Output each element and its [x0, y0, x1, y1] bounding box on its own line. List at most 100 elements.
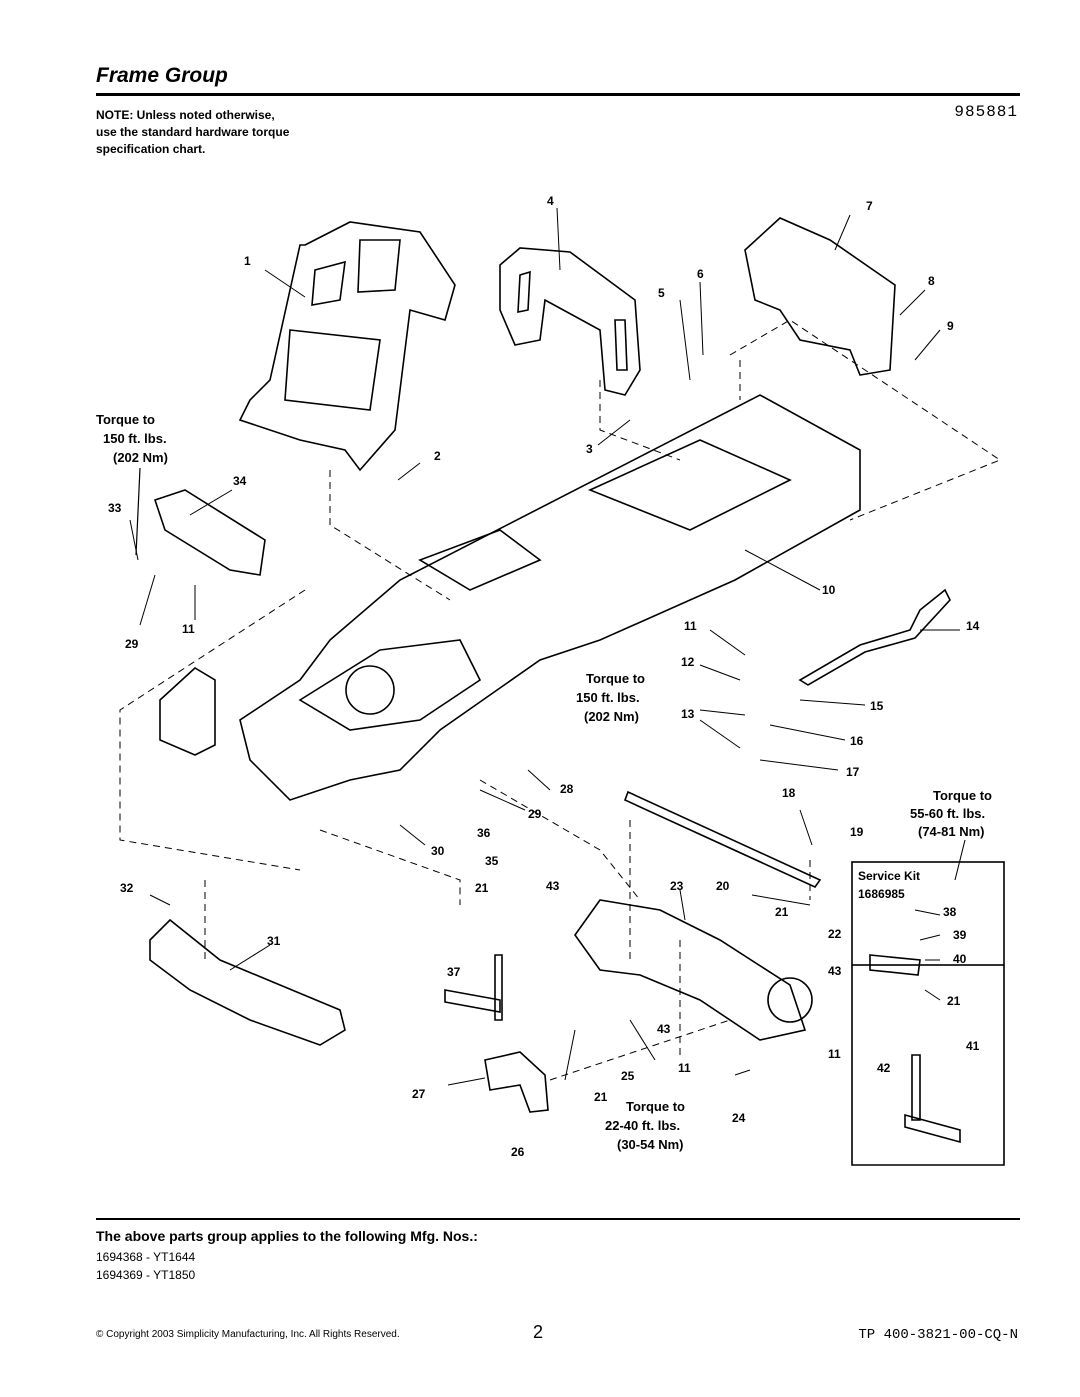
callout-28: 28	[560, 782, 574, 796]
note-line-1: NOTE: Unless noted otherwise,	[96, 108, 275, 122]
torque-d-value: 22-40 ft. lbs.	[605, 1118, 680, 1133]
note-line-3: specification chart.	[96, 142, 206, 156]
callout-12: 12	[681, 655, 695, 669]
callout-29a: 29	[528, 807, 542, 821]
service-kit-box	[851, 861, 1005, 966]
torque-a-metric: (202 Nm)	[113, 450, 168, 465]
callout-37: 37	[447, 965, 461, 979]
mfg-number-1: 1694368 - YT1644	[96, 1250, 196, 1264]
mounting-bracket	[153, 489, 266, 576]
leader-lines	[129, 207, 966, 1086]
callout-1: 1	[244, 254, 251, 268]
callout-6: 6	[697, 267, 704, 281]
callout-43a: 43	[828, 964, 842, 978]
service-kit-number: 1686985	[858, 887, 905, 901]
torque-spec-d: Torque to 22-40 ft. lbs. (30-54 Nm)	[605, 1099, 685, 1152]
callout-14: 14	[966, 619, 980, 633]
callout-16: 16	[850, 734, 864, 748]
callout-36: 36	[477, 826, 491, 840]
torque-d-metric: (30-54 Nm)	[617, 1137, 683, 1152]
torque-c-label: Torque to	[933, 788, 992, 803]
callout-3: 3	[586, 442, 593, 456]
torque-c-value: 55-60 ft. lbs.	[910, 806, 985, 821]
part-number: 985881	[954, 103, 1018, 121]
copyright: © Copyright 2003 Simplicity Manufacturin…	[96, 1329, 400, 1340]
callout-9: 9	[947, 319, 954, 333]
callout-22: 22	[828, 927, 842, 941]
service-kit-title: Service Kit	[858, 869, 920, 883]
callout-38: 38	[943, 905, 957, 919]
callout-42: 42	[877, 1061, 891, 1075]
callout-19: 19	[850, 825, 864, 839]
callout-11: 11	[684, 619, 697, 633]
callout-43c: 43	[657, 1022, 671, 1036]
callout-numbers: 1 2 3 4 5 6 7 8 9 10 11 12 13 14 15 16 1…	[108, 194, 980, 1159]
page-title: Frame Group	[96, 64, 228, 87]
callout-24: 24	[732, 1111, 746, 1125]
callout-21b: 21	[475, 881, 489, 895]
torque-b-metric: (202 Nm)	[584, 709, 639, 724]
callout-11d: 11	[182, 622, 195, 636]
torque-b-value: 150 ft. lbs.	[576, 690, 640, 705]
part-drawings	[149, 217, 1005, 1166]
callout-11c: 11	[678, 1061, 691, 1075]
weight-bracket	[484, 1051, 549, 1113]
applies-heading: The above parts group applies to the fol…	[96, 1228, 478, 1244]
tie-rod	[623, 790, 822, 889]
callout-40: 40	[953, 952, 967, 966]
front-bumper	[149, 918, 346, 1046]
front-bracket	[499, 247, 641, 396]
callout-10: 10	[822, 583, 836, 597]
assembly-lines	[119, 319, 1002, 1081]
callout-41: 41	[966, 1039, 980, 1053]
callout-32: 32	[120, 881, 134, 895]
callout-21a: 21	[775, 905, 789, 919]
callout-21d: 21	[947, 994, 961, 1008]
note-line-2: use the standard hardware torque	[96, 125, 290, 139]
torque-spec-c: Torque to 55-60 ft. lbs. (74-81 Nm)	[910, 788, 992, 839]
callout-25: 25	[621, 1069, 635, 1083]
mfg-number-2: 1694369 - YT1850	[96, 1268, 196, 1282]
rear-plate	[744, 217, 896, 376]
applies-rule	[96, 1218, 1020, 1220]
callout-2: 2	[434, 449, 441, 463]
seat-support-bracket	[238, 221, 456, 472]
document-number: TP 400-3821-00-CQ-N	[858, 1327, 1018, 1343]
main-frame	[239, 394, 861, 801]
callout-15: 15	[870, 699, 884, 713]
callout-7: 7	[866, 199, 873, 213]
torque-b-label: Torque to	[586, 671, 645, 686]
callout-4: 4	[547, 194, 554, 208]
callout-34: 34	[233, 474, 247, 488]
callout-18: 18	[782, 786, 796, 800]
callout-17: 17	[846, 765, 860, 779]
callout-8: 8	[928, 274, 935, 288]
callout-39: 39	[953, 928, 967, 942]
torque-spec-a: Torque to 150 ft. lbs. (202 Nm)	[96, 412, 168, 465]
torque-a-label: Torque to	[96, 412, 155, 427]
callout-11b: 11	[828, 1047, 841, 1061]
service-kit-label: Service Kit 1686985	[858, 869, 920, 901]
callout-29b: 29	[125, 637, 139, 651]
torque-a-value: 150 ft. lbs.	[103, 431, 167, 446]
drag-link	[798, 588, 951, 686]
callout-23: 23	[670, 879, 684, 893]
torque-spec-b: Torque to 150 ft. lbs. (202 Nm)	[576, 671, 645, 724]
callout-43b: 43	[546, 879, 560, 893]
callout-13: 13	[681, 707, 695, 721]
torque-c-metric: (74-81 Nm)	[918, 824, 984, 839]
left-spindle	[444, 954, 503, 1021]
callout-27: 27	[412, 1087, 426, 1101]
callout-5: 5	[658, 286, 665, 300]
callout-31: 31	[267, 934, 281, 948]
callout-30: 30	[431, 844, 445, 858]
front-axle	[574, 899, 807, 1041]
torque-note: NOTE: Unless noted otherwise, use the st…	[96, 107, 396, 158]
torque-d-label: Torque to	[626, 1099, 685, 1114]
header-rule	[96, 93, 1020, 96]
callout-33: 33	[108, 501, 122, 515]
callout-21c: 21	[594, 1090, 608, 1104]
callout-35: 35	[485, 854, 499, 868]
callout-20: 20	[716, 879, 730, 893]
